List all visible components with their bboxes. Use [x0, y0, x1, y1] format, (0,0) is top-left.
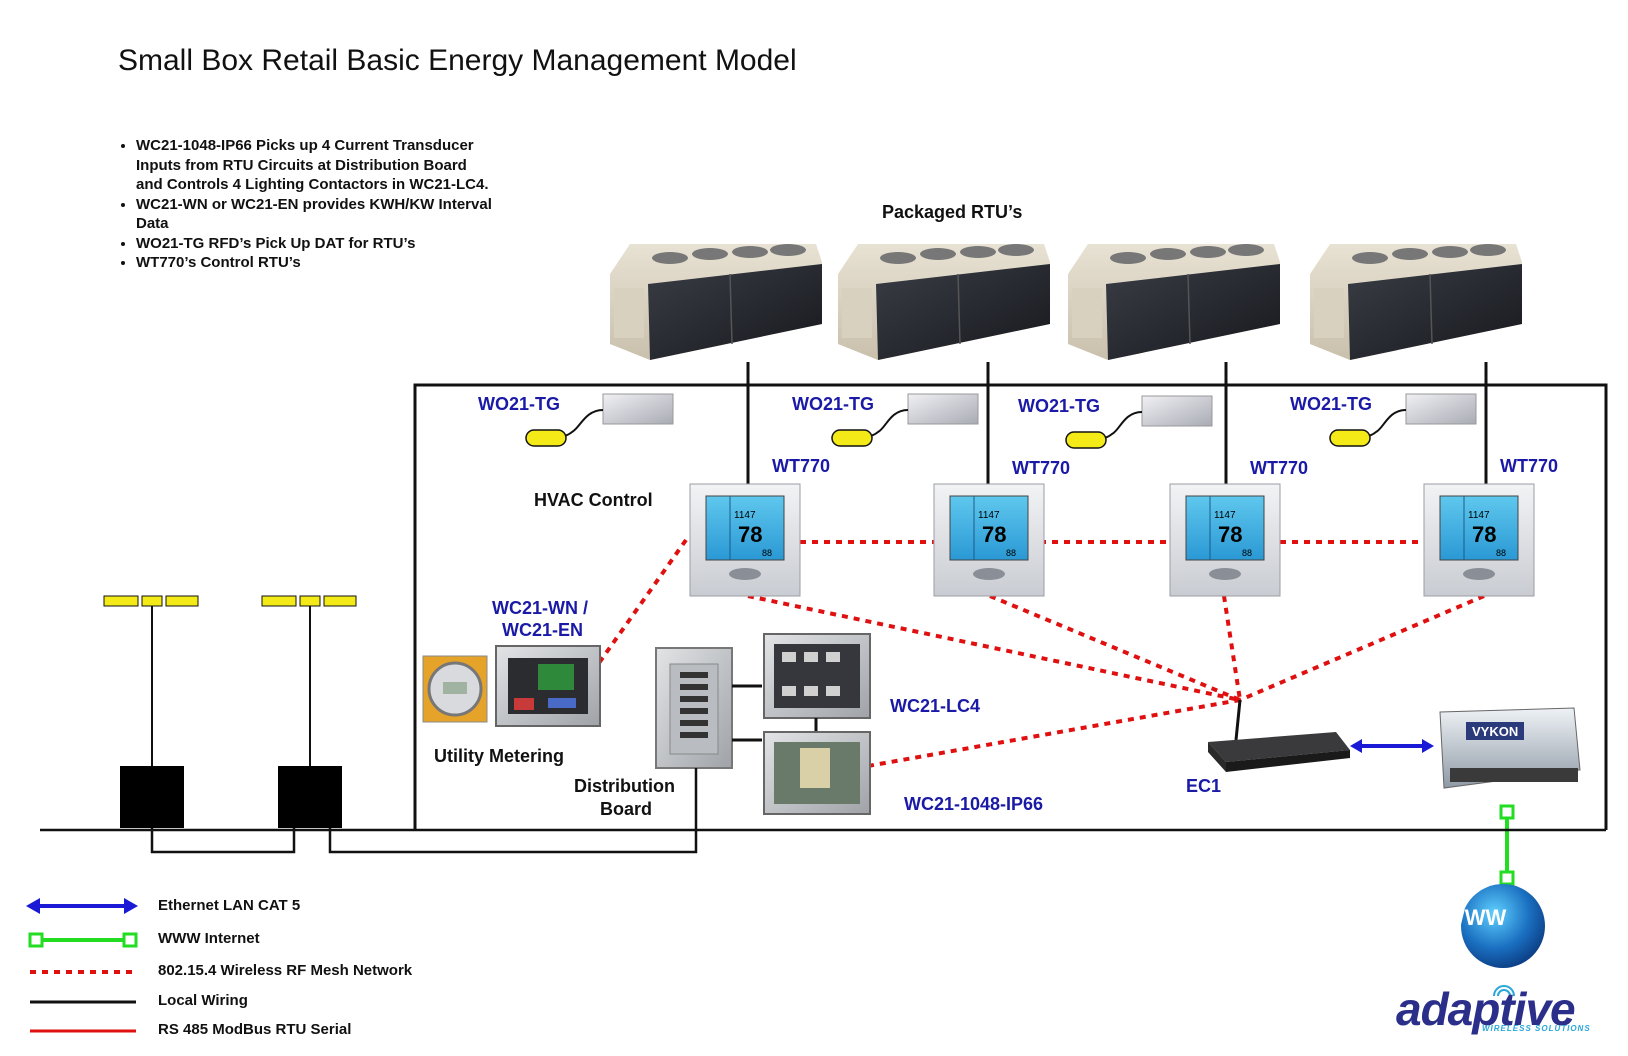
wt770-thermostat-3: 1147 78 88 [1169, 483, 1281, 597]
brand-logo: adaptive [1396, 983, 1576, 1035]
building-outline [413, 383, 1608, 830]
legend-internet-icon [28, 932, 138, 948]
vykon-logo: VYKON [1472, 724, 1518, 739]
wo21-tg-sensor-1 [525, 393, 674, 447]
utility-meter [422, 655, 488, 723]
ec1-router [1208, 699, 1350, 772]
rtu-unit-4 [1310, 244, 1522, 360]
svg-text:78: 78 [982, 522, 1006, 547]
distribution-board [655, 647, 733, 769]
wc21-lc4-device [763, 633, 871, 719]
ethernet-link [1350, 739, 1434, 753]
legend-internet-label: WWW Internet [158, 930, 260, 947]
brand-wifi-icon [1493, 985, 1515, 997]
rtu-unit-2 [838, 244, 1050, 360]
svg-text:88: 88 [1496, 548, 1506, 558]
distribution-board-label-line2: Board [600, 799, 653, 819]
local-wiring-ground [40, 768, 1606, 854]
utility-metering-label: Utility Metering [434, 746, 565, 766]
wo21-tg-label-2: WO21-TG [792, 394, 875, 414]
exterior-lighting [103, 595, 357, 828]
wc21-lc4-label: WC21-LC4 [890, 696, 981, 716]
svg-text:88: 88 [762, 548, 772, 558]
svg-text:78: 78 [1472, 522, 1496, 547]
brand-tagline: WIRELESS SOLUTIONS [1482, 1024, 1591, 1033]
svg-text:88: 88 [1242, 548, 1252, 558]
internet-link [1499, 804, 1515, 886]
wt770-label-3: WT770 [1250, 458, 1309, 478]
svg-text:78: 78 [1218, 522, 1242, 547]
note-item: WC21-1048-IP66 Picks up 4 Current Transd… [136, 136, 496, 195]
rtu-unit-3 [1068, 244, 1280, 360]
wt770-thermostat-2: 1147 78 88 [933, 483, 1045, 597]
wc21-wn-label-line1: WC21-WN / [492, 598, 588, 618]
svg-text:1147: 1147 [1468, 510, 1490, 521]
legend-mesh-label: 802.15.4 Wireless RF Mesh Network [158, 962, 413, 979]
wc21-1048-device [763, 731, 871, 815]
legend-ethernet-icon [26, 898, 138, 914]
hvac-control-label: HVAC Control [534, 490, 653, 510]
wo21-tg-label-4: WO21-TG [1290, 394, 1373, 414]
wt770-label-2: WT770 [1012, 458, 1071, 478]
svg-text:1147: 1147 [734, 510, 756, 521]
rf-mesh-links [592, 538, 1485, 768]
vykon-controller: VYKON [1439, 707, 1581, 789]
legend-rs485-label: RS 485 ModBus RTU Serial [158, 1021, 352, 1038]
www-globe-icon [1461, 884, 1545, 968]
svg-text:1147: 1147 [1214, 510, 1236, 521]
wo21-tg-sensor-2 [831, 393, 979, 447]
rtu-unit-1 [610, 244, 822, 360]
wt770-label-4: WT770 [1500, 456, 1559, 476]
ec1-label: EC1 [1186, 776, 1222, 796]
wc21-wn-device [495, 645, 601, 727]
notes-list: WC21-1048-IP66 Picks up 4 Current Transd… [112, 136, 496, 273]
wo21-tg-label-3: WO21-TG [1018, 396, 1101, 416]
svg-text:1147: 1147 [978, 510, 1000, 521]
wo21-tg-sensor-3 [1065, 395, 1213, 449]
rtu-wiring [746, 362, 1488, 484]
www-label: WWW [1444, 905, 1507, 930]
wc21-wn-label-line2: WC21-EN [502, 620, 584, 640]
page-title: Small Box Retail Basic Energy Management… [118, 44, 797, 77]
distribution-board-label-line1: Distribution [574, 776, 675, 796]
legend-ethernet-label: Ethernet LAN CAT 5 [158, 897, 301, 914]
svg-text:78: 78 [738, 522, 762, 547]
note-item: WT770’s Control RTU’s [136, 253, 496, 273]
wc21-1048-label: WC21-1048-IP66 [904, 794, 1044, 814]
wt770-thermostat-4: 1147 78 88 [1423, 483, 1535, 597]
legend-local-wiring-label: Local Wiring [158, 992, 248, 1009]
note-item: WC21-WN or WC21-EN provides KWH/KW Inter… [136, 195, 496, 234]
wo21-tg-sensor-4 [1329, 393, 1477, 447]
wo21-tg-label-1: WO21-TG [478, 394, 561, 414]
wt770-thermostat-1: 1147 78 88 [689, 483, 801, 597]
svg-text:88: 88 [1006, 548, 1016, 558]
packaged-rtus-label: Packaged RTU’s [882, 202, 1023, 222]
note-item: WO21-TG RFD’s Pick Up DAT for RTU’s [136, 234, 496, 254]
wt770-label-1: WT770 [772, 456, 831, 476]
